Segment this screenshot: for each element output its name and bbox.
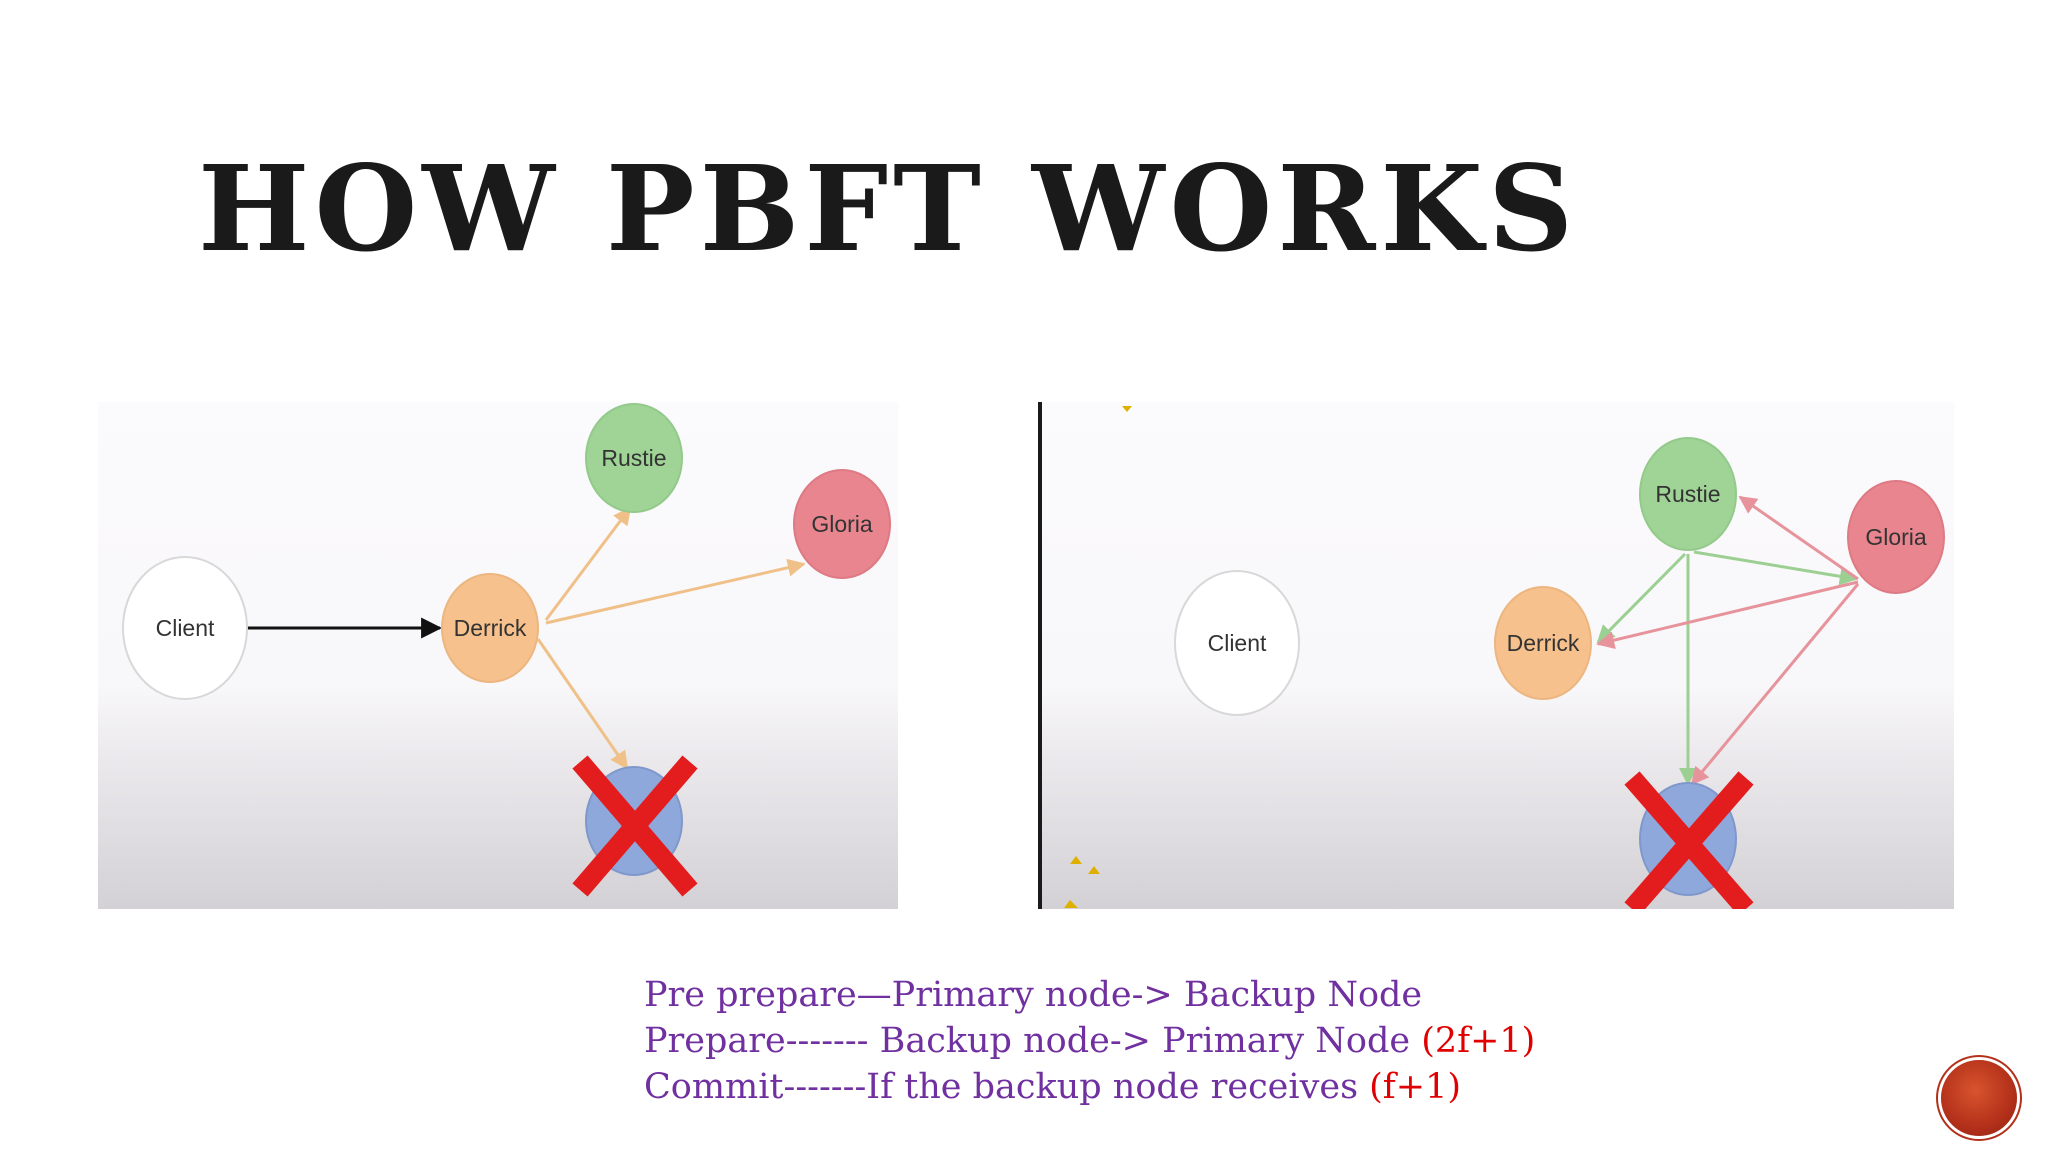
node-client: Client <box>122 556 248 700</box>
failed-node-cross-icon <box>1624 771 1754 909</box>
node-gloria: Gloria <box>1847 480 1945 594</box>
edge-derrick-to-failed-node <box>536 638 629 770</box>
node-derrick-label: Derrick <box>454 615 527 641</box>
next-slide-button[interactable] <box>1941 1060 2017 1136</box>
diagram-prepare: Client Derrick Rustie Gloria <box>1038 402 1954 909</box>
diagram-pre-prepare: Client Derrick Rustie Gloria <box>98 402 898 909</box>
edge-gloria-to-failed-node <box>1690 583 1860 786</box>
node-client: Client <box>1174 570 1300 716</box>
diagram-left-svg: Client Derrick Rustie Gloria <box>122 403 891 897</box>
legend-prepare-quorum: (2f+1) <box>1421 1021 1536 1061</box>
node-rustie-label: Rustie <box>1655 481 1720 507</box>
decorative-specks <box>1064 406 1132 908</box>
node-derrick: Derrick <box>1494 586 1592 700</box>
legend-commit-quorum: (f+1) <box>1369 1067 1462 1107</box>
node-gloria-label: Gloria <box>811 511 873 537</box>
legend-commit-text: Commit-------If the backup node receives <box>644 1067 1370 1107</box>
legend-pre-prepare-text: Pre prepare—Primary node-> Backup Node <box>644 975 1423 1015</box>
node-client-label: Client <box>156 615 215 641</box>
edge-derrick-to-rustie <box>544 506 632 621</box>
legend-prepare: Prepare------- Backup node-> Primary Nod… <box>644 1018 1535 1064</box>
node-gloria-label: Gloria <box>1865 524 1927 550</box>
node-rustie-label: Rustie <box>601 445 666 471</box>
diagram-right-svg: Client Derrick Rustie Gloria <box>1064 406 1945 909</box>
node-client-label: Client <box>1208 630 1267 656</box>
node-gloria: Gloria <box>793 469 891 579</box>
slide-title: HOW PBFT WORKS <box>198 139 1579 278</box>
edge-rustie-to-derrick <box>1596 552 1687 644</box>
node-rustie: Rustie <box>585 403 683 513</box>
edge-gloria-to-rustie <box>1738 495 1859 581</box>
phase-legend: Pre prepare—Primary node-> Backup Node P… <box>644 972 1535 1110</box>
node-derrick-label: Derrick <box>1507 630 1580 656</box>
edge-gloria-to-derrick <box>1596 580 1859 649</box>
legend-commit: Commit-------If the backup node receives… <box>644 1064 1535 1110</box>
edge-derrick-to-gloria <box>545 558 806 625</box>
legend-pre-prepare: Pre prepare—Primary node-> Backup Node <box>644 972 1535 1018</box>
failed-node-cross-icon <box>572 755 698 897</box>
node-derrick: Derrick <box>441 573 539 683</box>
edge-rustie-to-gloria <box>1693 550 1858 586</box>
node-rustie: Rustie <box>1639 437 1737 551</box>
legend-prepare-text: Prepare------- Backup node-> Primary Nod… <box>644 1021 1422 1061</box>
